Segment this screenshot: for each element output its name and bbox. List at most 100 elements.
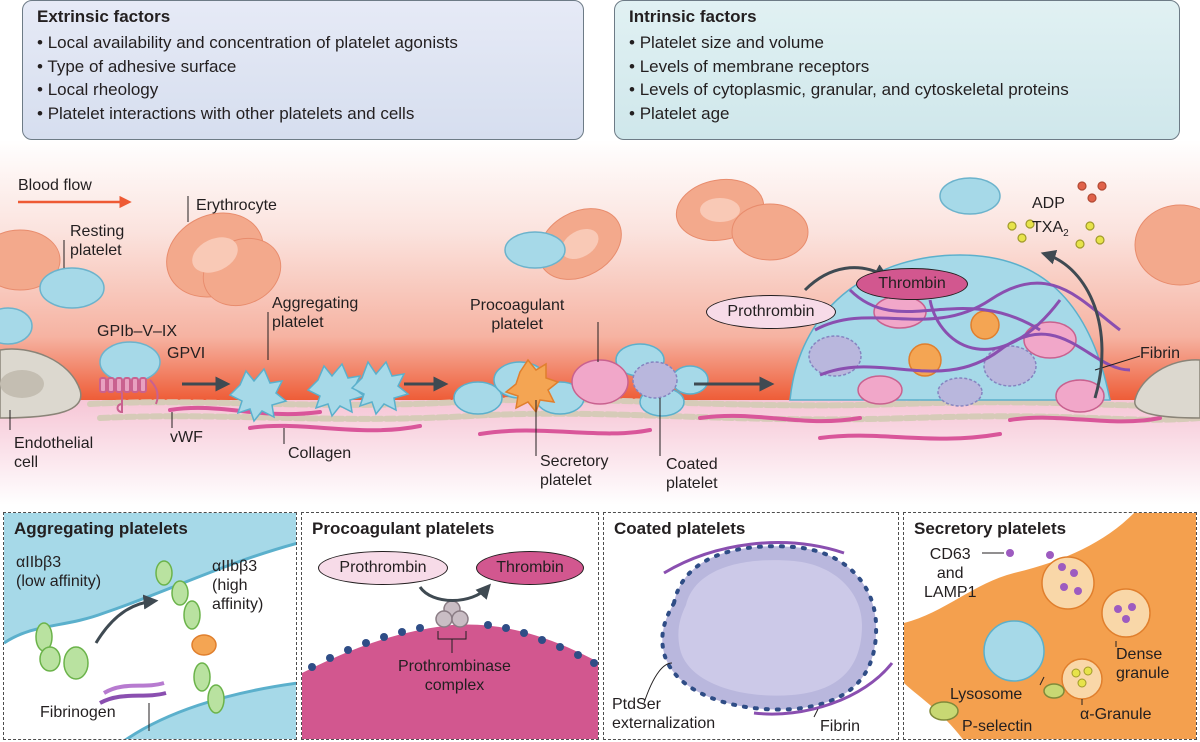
intrinsic-title: Intrinsic factors bbox=[629, 7, 757, 26]
adp-molecules-icon bbox=[1077, 181, 1107, 203]
panel-secretory-platelets: Secretory platelets CD63 and LAMP1 Dense… bbox=[903, 512, 1197, 740]
label-line: PtdSer bbox=[612, 696, 661, 713]
middle-aggregate bbox=[453, 343, 709, 417]
txa2-molecules-icon bbox=[1007, 219, 1105, 249]
coated-illustration bbox=[643, 541, 894, 718]
label-line: platelet bbox=[666, 475, 718, 492]
vwf-label: vWF bbox=[170, 429, 203, 446]
blood-flow-label: Blood flow bbox=[18, 177, 92, 194]
prothrombinase-label: Prothrombinase complex bbox=[398, 657, 511, 695]
label-line: LAMP1 bbox=[924, 584, 977, 601]
endothelial-cell-label: Endothelial cell bbox=[14, 434, 93, 472]
gpib-receptor-icon bbox=[99, 377, 147, 393]
label-line: Procoagulant bbox=[470, 297, 565, 314]
nucleus-icon bbox=[0, 370, 44, 398]
list-item: Platelet age bbox=[629, 102, 1165, 126]
dense-granule-label: Dense granule bbox=[1116, 645, 1169, 683]
label-line: αIIbβ3 bbox=[212, 558, 258, 575]
label-line: Coated bbox=[666, 456, 718, 473]
panel-aggregating-platelets: Aggregating platelets αIIbβ3 (low affini… bbox=[3, 512, 297, 740]
label-line: Dense bbox=[1116, 646, 1163, 663]
list-item: Type of adhesive surface bbox=[37, 55, 569, 79]
panel-title: Aggregating platelets bbox=[14, 519, 188, 538]
high-affinity-label: αIIbβ3 (high affinity) bbox=[212, 557, 263, 614]
resting-platelet-label: Resting platelet bbox=[70, 222, 124, 260]
panel-title: Secretory platelets bbox=[914, 519, 1067, 538]
label-line: cell bbox=[14, 454, 39, 471]
procoagulant-illustration bbox=[302, 583, 598, 739]
p-selectin-icon bbox=[929, 701, 959, 721]
intrinsic-factors-box: Intrinsic factors Platelet size and volu… bbox=[614, 0, 1180, 140]
endothelial-cell-right bbox=[1134, 359, 1200, 419]
txa2-label: TXA2 bbox=[1032, 218, 1069, 243]
ptdser-beads bbox=[308, 621, 598, 671]
aggregating-illustration bbox=[4, 513, 296, 739]
label-line: affinity) bbox=[212, 596, 264, 613]
list-item: Platelet size and volume bbox=[629, 31, 1165, 55]
fibrin-label: Fibrin bbox=[1140, 345, 1181, 362]
lysosome-label: Lysosome bbox=[950, 686, 1023, 703]
p-selectin-label: P-selectin bbox=[962, 718, 1033, 735]
label-line: Secretory bbox=[540, 453, 609, 470]
gpib-label: GPIb–V–IX bbox=[97, 323, 178, 340]
alpha-granule-label: α-Granule bbox=[1080, 706, 1152, 723]
panel-procoagulant-platelets: Procoagulant platelets Prothrombin Throm… bbox=[301, 512, 599, 740]
label-line: Aggregating bbox=[272, 295, 359, 312]
secretory-platelet-label: Secretory platelet bbox=[540, 452, 608, 490]
label-line: αIIbβ3 bbox=[16, 554, 62, 571]
dense-content-icon bbox=[1006, 549, 1136, 623]
list-item: Local rheology bbox=[37, 78, 569, 102]
adp-label: ADP bbox=[1032, 195, 1065, 212]
low-affinity-label: αIIbβ3 (low affinity) bbox=[16, 553, 101, 591]
label-line: Resting bbox=[70, 223, 125, 240]
label-line: CD63 bbox=[929, 546, 971, 563]
alpha-content-icon bbox=[1071, 666, 1093, 688]
prothrombinase-icon bbox=[435, 600, 469, 628]
aggregating-platelet-label: Aggregating platelet bbox=[272, 294, 358, 332]
ptdser-label: PtdSer externalization bbox=[612, 695, 715, 733]
list-item: Platelet interactions with other platele… bbox=[37, 102, 569, 126]
extrinsic-title: Extrinsic factors bbox=[37, 7, 171, 26]
procoagulant-platelet-icon bbox=[571, 359, 629, 405]
extrinsic-list: Local availability and concentration of … bbox=[37, 31, 569, 125]
label-line: and bbox=[936, 565, 964, 582]
panel-coated-platelets: Coated platelets PtdSer externalization … bbox=[603, 512, 899, 740]
prothrombin-pill: Prothrombin bbox=[706, 295, 836, 329]
label-line: platelet bbox=[70, 242, 122, 259]
label-line: complex bbox=[424, 677, 485, 694]
label-line: (high bbox=[212, 577, 248, 594]
coated-platelet-label: Coated platelet bbox=[666, 455, 718, 493]
vwf-binding-icon bbox=[116, 392, 123, 414]
panel-title: Procoagulant platelets bbox=[312, 519, 495, 538]
vessel-scene bbox=[0, 140, 1200, 505]
erythrocyte-label: Erythrocyte bbox=[196, 197, 277, 214]
list-item: Levels of membrane receptors bbox=[629, 55, 1165, 79]
thrombin-pill: Thrombin bbox=[476, 551, 584, 585]
label-line: granule bbox=[1116, 665, 1170, 682]
cd63-label: CD63 and LAMP1 bbox=[924, 545, 976, 602]
list-item: Local availability and concentration of … bbox=[37, 31, 569, 55]
secretory-platelet-icon bbox=[504, 358, 560, 414]
label-line: platelet bbox=[272, 314, 324, 331]
fibrin-label: Fibrin bbox=[820, 718, 861, 735]
prothrombin-pill: Prothrombin bbox=[318, 551, 448, 585]
erythrocyte-centers bbox=[192, 198, 740, 273]
label-line: Endothelial bbox=[14, 435, 94, 452]
collagen-fibres bbox=[168, 405, 1162, 441]
subscript: 2 bbox=[1063, 228, 1069, 240]
aggregating-platelets bbox=[228, 360, 410, 423]
label-leaders bbox=[9, 196, 661, 456]
procoagulant-platelet-label: Procoagulant platelet bbox=[470, 296, 564, 334]
secretory-illustration bbox=[904, 513, 1196, 739]
resting-platelets bbox=[0, 177, 1001, 383]
label-line: platelet bbox=[540, 472, 592, 489]
collagen-label: Collagen bbox=[288, 445, 352, 462]
label-line: Prothrombinase bbox=[398, 658, 511, 675]
extrinsic-factors-box: Extrinsic factors Local availability and… bbox=[22, 0, 584, 140]
label-line: externalization bbox=[612, 715, 716, 732]
gpvi-receptor-icon bbox=[149, 379, 159, 405]
label-line: platelet bbox=[491, 316, 543, 333]
thrombin-pill: Thrombin bbox=[856, 268, 968, 300]
coated-platelet-icon bbox=[632, 361, 678, 399]
